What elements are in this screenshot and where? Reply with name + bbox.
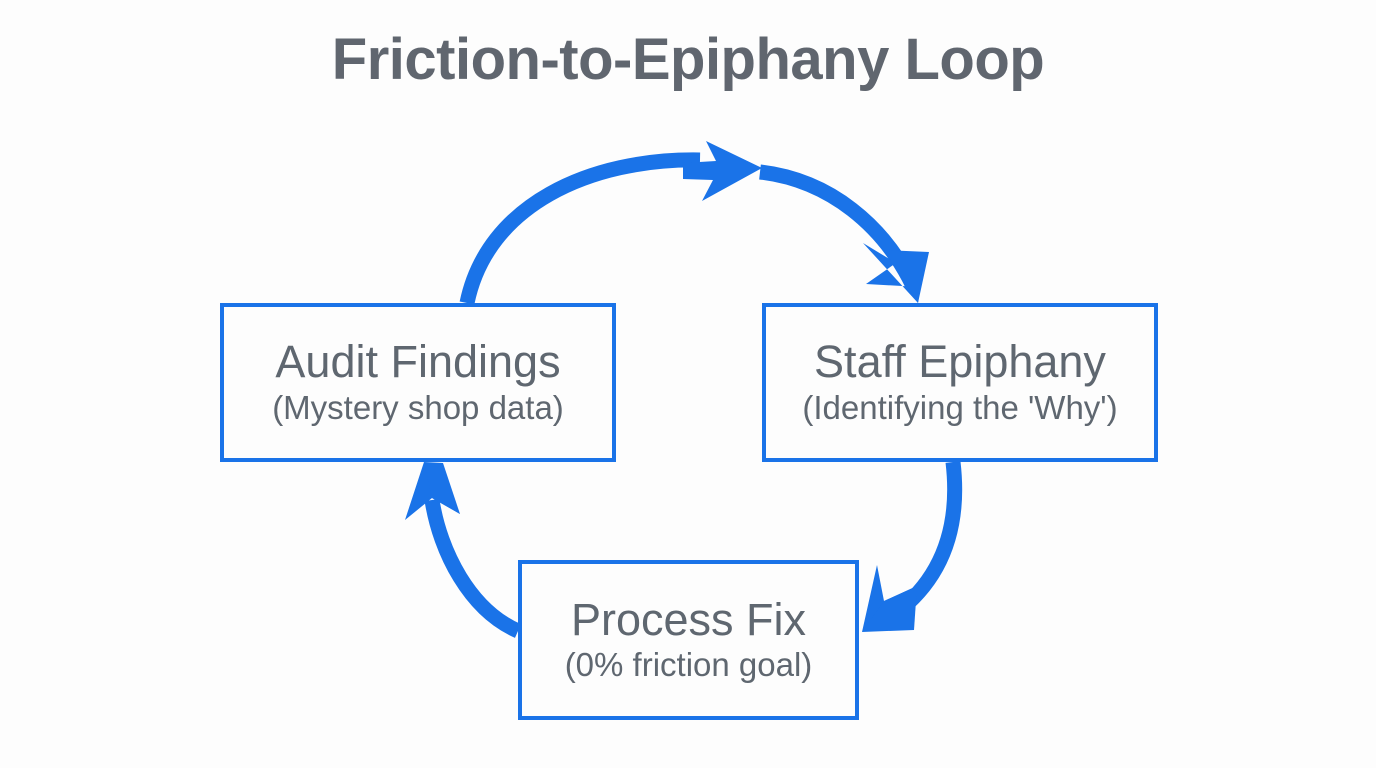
arrow-process-to-audit xyxy=(405,462,522,638)
node-process-fix-subtitle: (0% friction goal) xyxy=(564,646,813,684)
node-audit-findings[interactable]: Audit Findings (Mystery shop data) xyxy=(220,303,616,462)
arrow-epiphany-to-process xyxy=(862,461,963,632)
node-staff-epiphany[interactable]: Staff Epiphany (Identifying the 'Why') xyxy=(762,303,1158,462)
arrow-audit-to-epiphany xyxy=(459,141,929,305)
node-audit-findings-subtitle: (Mystery shop data) xyxy=(272,388,564,426)
node-audit-findings-title: Audit Findings xyxy=(275,336,561,388)
node-staff-epiphany-title: Staff Epiphany xyxy=(814,336,1106,388)
node-process-fix-title: Process Fix xyxy=(570,593,807,645)
node-process-fix[interactable]: Process Fix (0% friction goal) xyxy=(518,560,859,720)
node-staff-epiphany-subtitle: (Identifying the 'Why') xyxy=(802,388,1118,426)
page-title: Friction-to-Epiphany Loop xyxy=(331,27,1045,92)
